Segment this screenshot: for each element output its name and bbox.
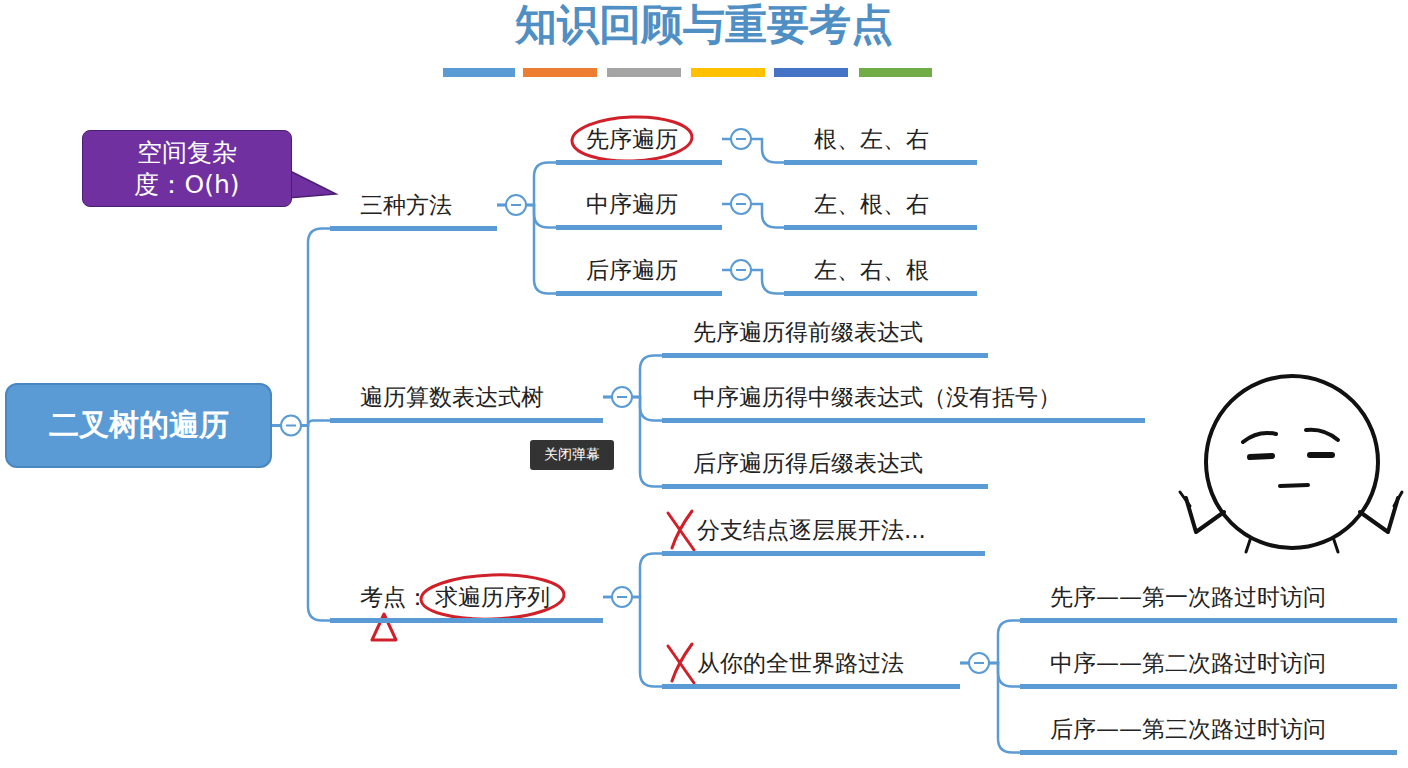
topic-text: 先序遍历 — [586, 126, 678, 152]
tooltip-box: 关闭弹幕 — [530, 440, 614, 470]
collapse-icon — [506, 195, 526, 215]
topic-text: 根、左、右 — [814, 126, 929, 152]
collapse-icon-minus — [617, 596, 627, 598]
topic-branch: 先序——第一次路过时访问 — [1020, 582, 1397, 623]
red-circle-mark — [571, 115, 692, 163]
collapse-icon-minus — [736, 269, 746, 271]
topic-text: 中序遍历 — [586, 191, 678, 217]
topic-text: 从你的全世界路过法 — [697, 650, 904, 676]
collapse-icon — [612, 387, 632, 407]
topic-branch: 中序——第二次路过时访问 — [1020, 648, 1397, 689]
branch-line — [960, 663, 1020, 753]
topic-branch: 根、左、右 — [784, 124, 977, 165]
topic-text: 后序——第三次路过时访问 — [1050, 716, 1326, 742]
collapse-icon — [731, 260, 751, 280]
page-title: 知识回顾与重要考点 — [0, 0, 1408, 50]
topic-branch: 中序遍历得中缀表达式（没有括号） — [662, 382, 1145, 423]
topic-text: 二叉树的遍历 — [49, 405, 229, 446]
branch-line — [960, 621, 1020, 664]
topic-text: 左、右、根 — [814, 257, 929, 283]
topic-branch: 分支结点逐层展开法... — [662, 515, 985, 556]
red-triangle-mark — [372, 614, 396, 640]
topic-text: 考点： — [360, 584, 429, 610]
topic-text: 遍历算数表达式树 — [360, 384, 544, 410]
collapse-icon — [281, 416, 301, 436]
topic-branch: 考点：求遍历序列 — [330, 582, 603, 623]
topic-branch: 先序遍历得前缀表达式 — [662, 317, 988, 358]
topic-text: 后序遍历得后缀表达式 — [693, 450, 923, 476]
callout-tail — [288, 170, 336, 198]
topic-branch: 从你的全世界路过法 — [662, 648, 960, 689]
title-color-bars — [443, 68, 932, 77]
red-cross-mark — [668, 511, 694, 550]
collapse-icon — [612, 587, 632, 607]
topic-branch: 后序遍历得后缀表达式 — [662, 448, 988, 489]
topic-text: 关闭弹幕 — [544, 446, 600, 464]
root-topic: 二叉树的遍历 — [5, 383, 272, 468]
topic-branch: 后序——第三次路过时访问 — [1020, 714, 1397, 755]
topic-branch: 中序遍历 — [556, 189, 722, 230]
collapse-icon-minus — [617, 396, 627, 398]
collapse-icon-minus — [511, 204, 521, 206]
note-callout: 空间复杂度：O(h) — [82, 130, 292, 207]
red-circle-mark — [420, 573, 564, 622]
collapse-icon-minus — [974, 662, 984, 664]
collapse-icon-minus — [736, 203, 746, 205]
collapse-icon — [731, 194, 751, 214]
topic-text: 空间复杂度：O(h) — [120, 137, 254, 200]
branch-line — [272, 426, 330, 621]
topic-branch: 后序遍历 — [556, 255, 722, 296]
branch-line — [603, 554, 662, 598]
topic-text: 分支结点逐层展开法... — [697, 517, 926, 543]
branch-line — [497, 163, 556, 206]
topic-text: 先序遍历得前缀表达式 — [693, 319, 923, 345]
topic-text: 三种方法 — [360, 192, 452, 218]
branch-line — [497, 205, 556, 294]
branch-line — [272, 229, 330, 426]
branch-line — [603, 356, 662, 398]
topic-text: 左、根、右 — [814, 191, 929, 217]
collapse-icon — [969, 653, 989, 673]
topic-text: 先序——第一次路过时访问 — [1050, 584, 1326, 610]
branch-line — [603, 597, 662, 687]
topic-text: 中序遍历得中缀表达式（没有括号） — [693, 384, 1061, 410]
topic-branch: 先序遍历 — [556, 124, 722, 165]
shrug-emoji — [1180, 376, 1402, 552]
red-cross-mark — [668, 644, 694, 683]
collapse-icon-minus — [286, 425, 296, 427]
topic-branch: 左、右、根 — [784, 255, 977, 296]
topic-branch: 遍历算数表达式树 — [330, 382, 603, 423]
topic-branch: 左、根、右 — [784, 189, 977, 230]
topic-text: 求遍历序列 — [435, 584, 550, 610]
collapse-icon-minus — [736, 138, 746, 140]
topic-text: 后序遍历 — [586, 257, 678, 283]
topic-branch: 三种方法 — [330, 190, 497, 231]
topic-text: 中序——第二次路过时访问 — [1050, 650, 1326, 676]
collapse-icon — [731, 129, 751, 149]
